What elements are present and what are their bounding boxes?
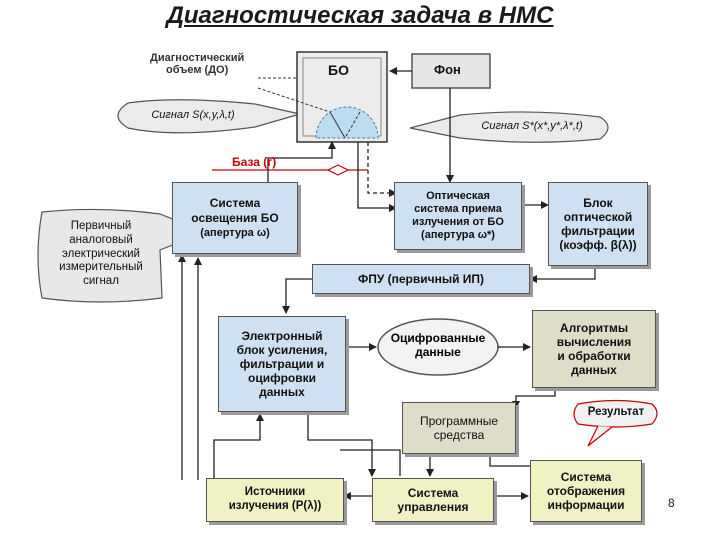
blok-opt-box: Блок оптической фильтрации (коэфф. β(λ)) [548, 182, 648, 266]
sys-otobr-box: Система отображения информации [530, 460, 642, 522]
slide-number: 8 [668, 496, 675, 510]
fpu-box: ФПУ (первичный ИП) [312, 264, 530, 294]
istochniki-box: Источники излучения (P(λ)) [206, 478, 344, 522]
pervichny-label: Первичный аналоговый электрический измер… [59, 220, 143, 288]
signal-s-label: Сигнал S(x,y,λ,t) [151, 109, 235, 121]
sys-osv-box: Система освещения БО (апертура ω) [172, 182, 298, 254]
sys-upr-box: Система управления [372, 478, 494, 522]
signal-s-star-bubble [409, 111, 609, 143]
rezultat-bubble [573, 399, 658, 447]
baza-label: База (г) [232, 155, 277, 169]
signal-s-bubble [117, 99, 301, 134]
fon-label: Фон [434, 62, 461, 77]
sys-osv-aperture: (апертура ω) [200, 226, 270, 239]
signal-s-star-label: Сигнал S*(x*,y*,λ*,t) [481, 120, 583, 132]
ocifr-ellipse [377, 318, 499, 376]
pervichny-bubble [37, 208, 207, 303]
sys-osv-label: Система освещения БО [191, 196, 279, 225]
page-title: Диагностическая задача в НМС [166, 2, 554, 29]
bo-label: БО [328, 62, 349, 78]
ocifr-label: Оцифрованные данные [390, 331, 486, 359]
fon-box [411, 53, 491, 89]
programm-box: Программные средства [402, 402, 516, 454]
electron-box: Электронный блок усиления, фильтрации и … [218, 316, 346, 412]
rezultat-label: Результат [587, 406, 645, 418]
algoritmy-box: Алгоритмы вычисления и обработки данных [532, 310, 656, 388]
do-label: Диагностический объем (ДО) [150, 52, 245, 76]
opt-sys-box: Оптическая система приема излучения от Б… [394, 182, 522, 250]
